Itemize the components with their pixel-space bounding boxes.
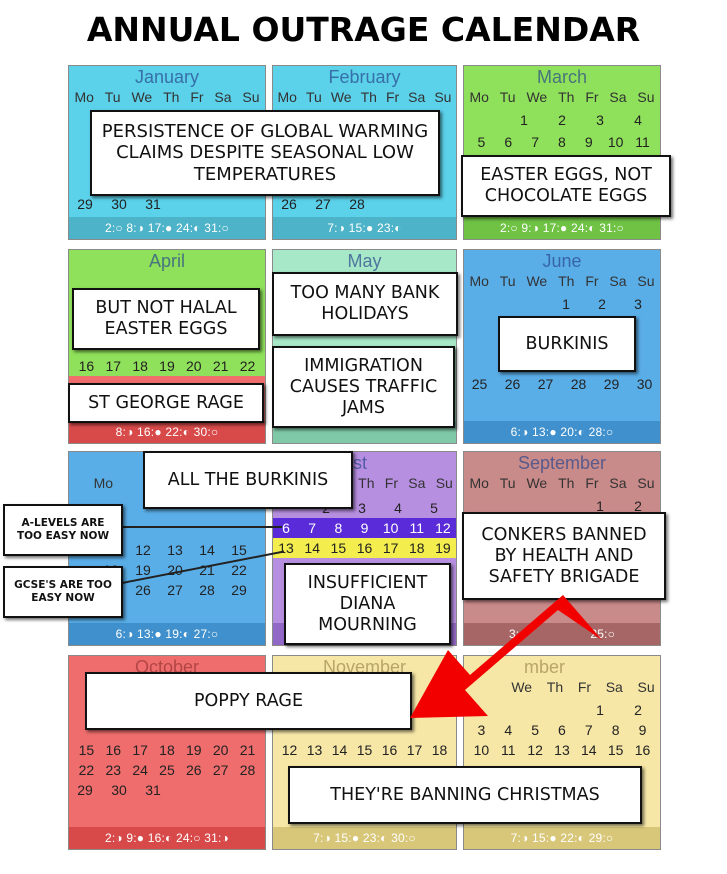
label-diana: INSUFFICIENT DIANA MOURNING (284, 563, 451, 645)
moon-phases: 8:◑ 16:● 22:◐ 30:○ (69, 421, 265, 443)
month-name: January (134, 67, 200, 87)
label-poppy: POPPY RAGE (85, 672, 412, 730)
label-bank-holidays: TOO MANY BANK HOLIDAYS (272, 272, 458, 336)
month-name: mber (524, 657, 566, 677)
label-halal: BUT NOT HALAL EASTER EGGS (72, 288, 260, 350)
label-burkinis: BURKINIS (498, 316, 636, 372)
month-name: March (536, 67, 587, 87)
moon-phases: 2:○ 9:◑ 17:● 24:◐ 31:○ (464, 217, 660, 239)
moon-phases: 7:◑ 15:● 23:◐ 30:○ (273, 827, 456, 849)
month-name: February (328, 67, 401, 87)
moon-phases: 7:◑ 15:● 22:◐ 29:○ (464, 827, 660, 849)
connector-line (122, 526, 282, 528)
moon-phases: 6:◑ 13:● 19:◐ 27:○ (69, 623, 265, 645)
label-a-levels: A-LEVELS ARE TOO EASY NOW (3, 504, 123, 556)
label-christmas: THEY'RE BANNING CHRISTMAS (288, 766, 642, 824)
month-name: May (347, 251, 382, 271)
month-name: September (517, 453, 607, 473)
label-conkers: CONKERS BANNED BY HEALTH AND SAFETY BRIG… (462, 512, 666, 600)
label-gcse: GCSE'S ARE TOO EASY NOW (3, 566, 123, 618)
label-easter-eggs: EASTER EGGS, NOT CHOCOLATE EGGS (461, 155, 671, 217)
moon-phases: 6:◑ 13:● 20:◐ 28:○ (464, 421, 660, 443)
label-st-george: ST GEORGE RAGE (68, 383, 264, 423)
month-name: June (542, 251, 582, 271)
label-global-warming: PERSISTENCE OF GLOBAL WARMING CLAIMS DES… (90, 110, 440, 196)
label-all-burkinis: ALL THE BURKINIS (143, 451, 353, 509)
page-title: ANNUAL OUTRAGE CALENDAR (86, 10, 641, 49)
moon-phases: 7:◑ 15:● 23:◐ (273, 217, 456, 239)
month-name: April (148, 251, 185, 271)
moon-phases: 2:○ 8:◑ 17:● 24:◐ 31:○ (69, 217, 265, 239)
moon-phases: 2:◑ 9:● 16:◐ 24:○ 31:◑ (69, 827, 265, 849)
label-immigration: IMMIGRATION CAUSES TRAFFIC JAMS (272, 346, 455, 428)
